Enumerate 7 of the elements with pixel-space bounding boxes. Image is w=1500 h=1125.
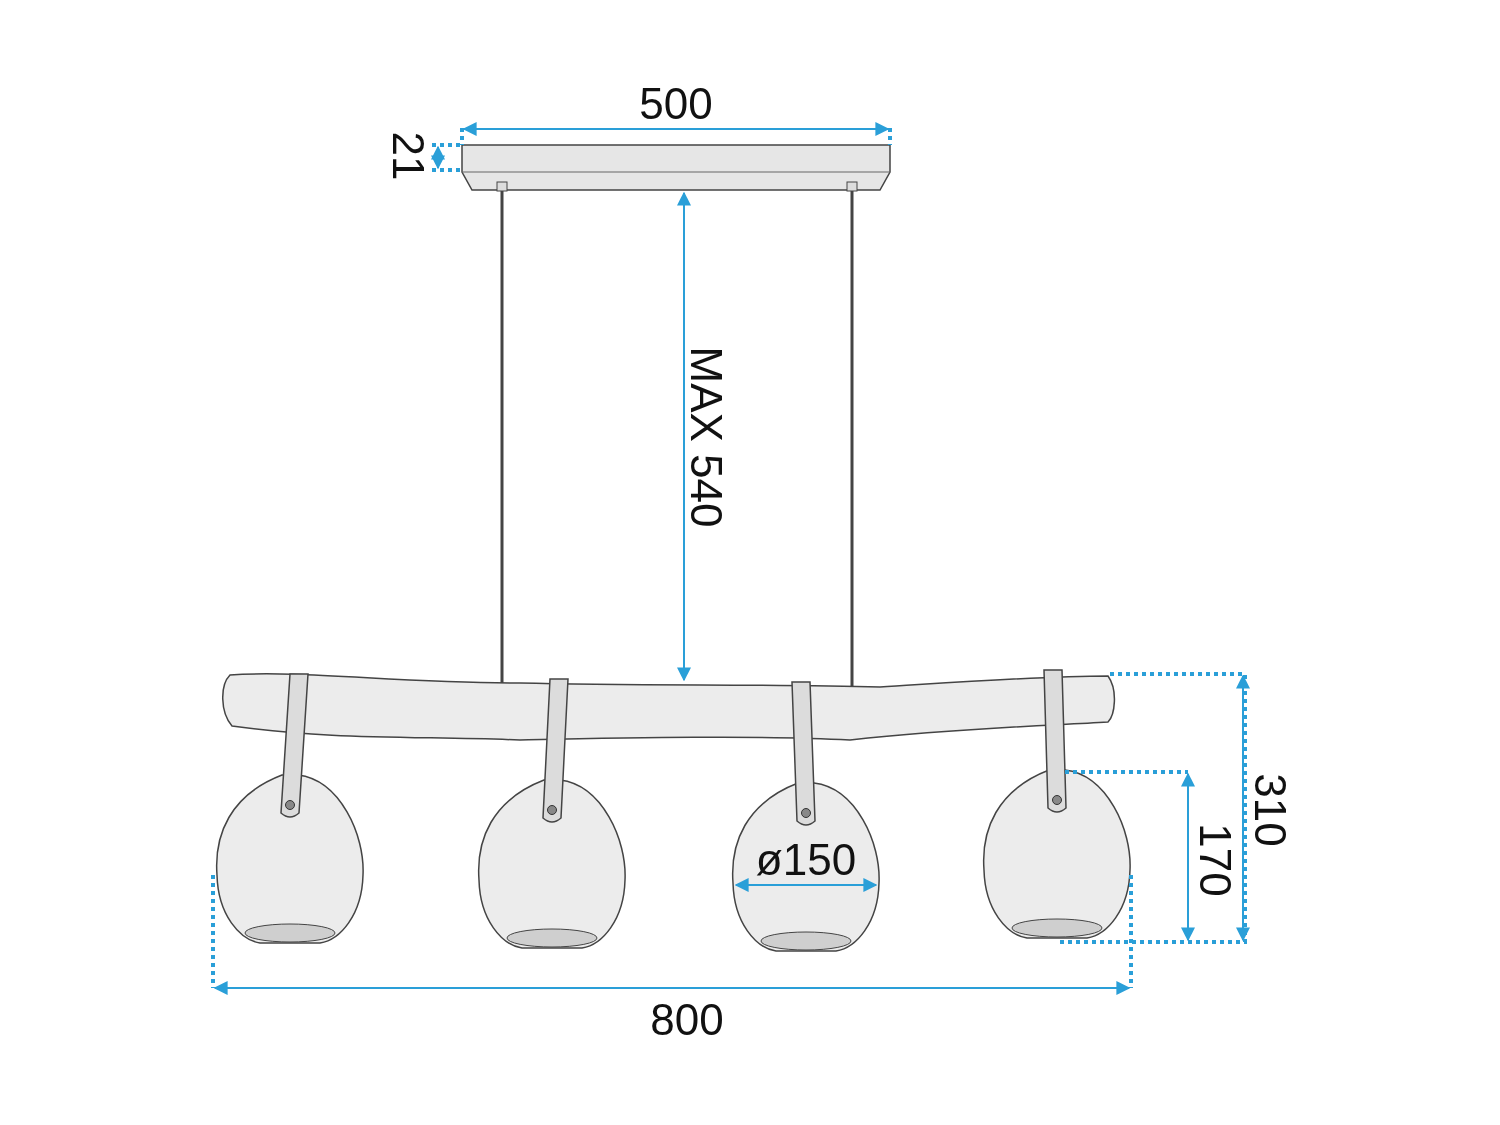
dimension-value: 800 bbox=[650, 998, 724, 1042]
dimension-value: 310 bbox=[1248, 773, 1292, 847]
dimension-value: 170 bbox=[1193, 823, 1237, 897]
dimension-value: ø150 bbox=[755, 838, 857, 882]
dimension-value: MAX 540 bbox=[684, 346, 728, 528]
dimension-value: 21 bbox=[386, 131, 430, 181]
dimension-value: 500 bbox=[639, 82, 713, 126]
